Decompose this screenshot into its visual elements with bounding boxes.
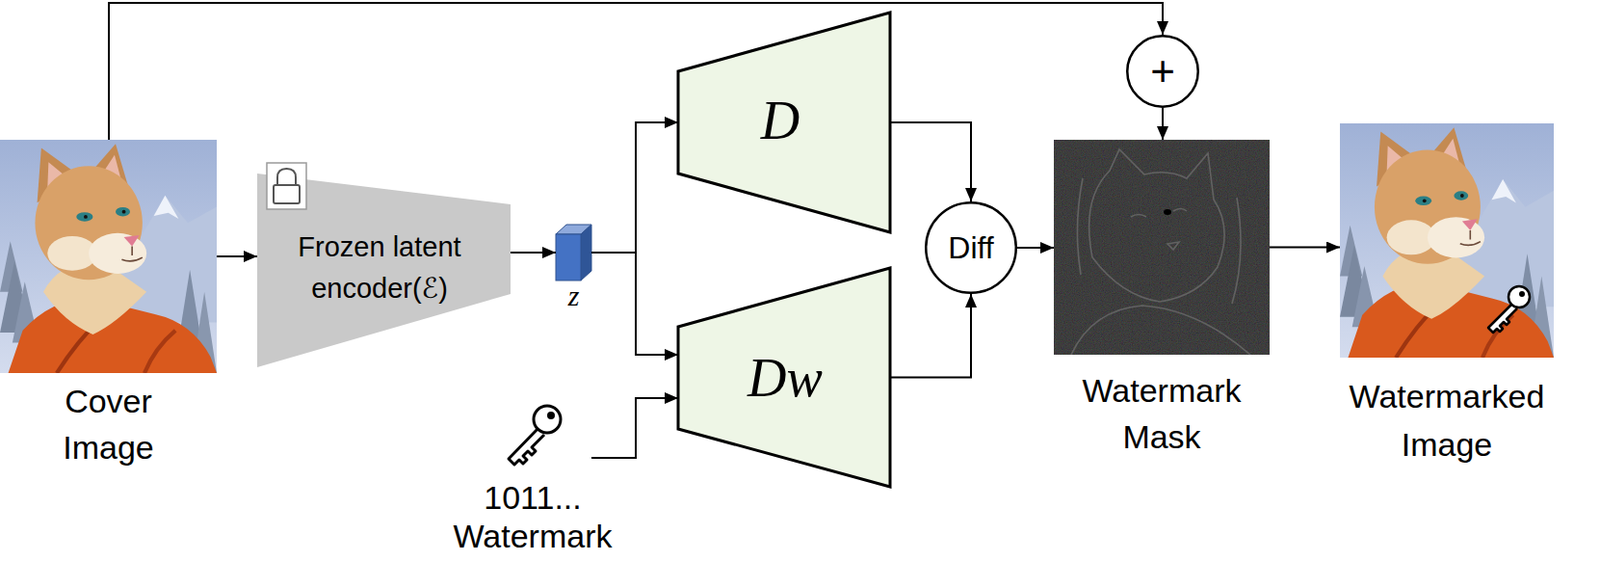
key-icon-small bbox=[1488, 286, 1530, 333]
encoder-label: Frozen latent encoder(ℰ) bbox=[283, 226, 476, 310]
text-holder: Diff bbox=[924, 201, 1018, 294]
image-caption: Cover Image bbox=[41, 377, 177, 471]
watermarked-illustration bbox=[1339, 123, 1554, 358]
cover-image: Cover Image bbox=[0, 139, 217, 373]
add-circle: + bbox=[1126, 34, 1200, 108]
flow-arrow bbox=[1017, 246, 1054, 249]
watermark-mask-image: Watermark Mask bbox=[1053, 139, 1270, 355]
text-holder: 1011...Watermark bbox=[417, 477, 649, 555]
operator-label: + bbox=[1150, 48, 1176, 95]
text-holder: Dw bbox=[708, 346, 863, 409]
image-caption: Watermark Mask bbox=[1055, 367, 1268, 460]
text-holder: Cover Image bbox=[41, 377, 177, 471]
decoder-trapezoid: D bbox=[678, 12, 891, 233]
key-icon bbox=[508, 405, 561, 465]
flow-arrow bbox=[890, 122, 971, 202]
trapezoid-fill bbox=[678, 12, 891, 233]
flow-arrow bbox=[108, 2, 1163, 140]
text-holder: z bbox=[554, 280, 594, 312]
flow-arrow bbox=[1161, 107, 1164, 140]
watermark-key: 1011...Watermark bbox=[500, 402, 592, 465]
flow-arrow bbox=[1269, 246, 1340, 249]
diff-circle: Diff bbox=[924, 201, 1018, 294]
flow-arrow bbox=[591, 122, 679, 253]
text-holder: Watermark Mask bbox=[1055, 367, 1268, 460]
flow-arrow bbox=[591, 252, 679, 355]
flow-arrow bbox=[510, 251, 556, 254]
text-holder: D bbox=[703, 89, 858, 152]
circle-fill bbox=[925, 202, 1017, 293]
decoder-label: Dw bbox=[708, 346, 863, 409]
latent-cube bbox=[555, 224, 592, 281]
watermark-label: Watermark bbox=[417, 516, 649, 555]
text-holder: Frozen latent encoder(ℰ) bbox=[283, 226, 476, 310]
flow-arrow bbox=[591, 397, 679, 458]
circle-fill bbox=[1127, 35, 1199, 107]
encoder-trapezoid: Frozen latent encoder(ℰ) bbox=[257, 173, 511, 368]
lock-icon bbox=[266, 162, 307, 210]
watermark-label: 1011... bbox=[417, 477, 649, 517]
decoder-label: D bbox=[703, 89, 858, 152]
text-holder: Watermarked Image bbox=[1343, 371, 1551, 469]
latent-label: z bbox=[554, 280, 594, 312]
trapezoid-fill bbox=[678, 267, 891, 487]
operator-label: Diff bbox=[947, 229, 994, 266]
watermark-decoder-trapezoid: Dw bbox=[678, 267, 891, 487]
flow-arrow bbox=[216, 255, 258, 258]
text-holder: + bbox=[1126, 34, 1200, 108]
trapezoid-fill bbox=[257, 173, 511, 368]
cover-illustration bbox=[0, 139, 217, 373]
image-caption: Watermarked Image bbox=[1343, 371, 1551, 469]
mask-illustration bbox=[1053, 139, 1270, 355]
watermarked-image: Watermarked Image bbox=[1339, 123, 1554, 358]
trapezoid-outline bbox=[257, 173, 511, 368]
latent-z: z bbox=[555, 224, 592, 281]
flow-arrow bbox=[890, 293, 971, 378]
